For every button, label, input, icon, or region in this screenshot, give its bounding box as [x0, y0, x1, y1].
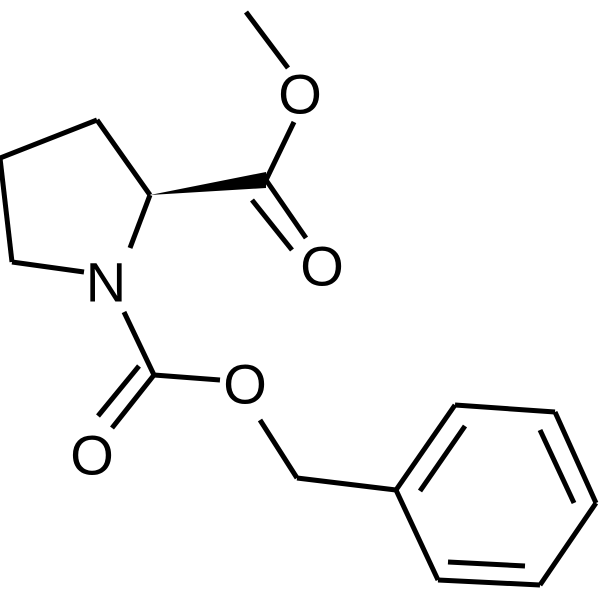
benzene-inner-double-1	[417, 424, 468, 493]
benzene-bond-5	[437, 577, 541, 588]
atom-o-carbamate: O	[223, 353, 267, 416]
ring-bond-c5-n	[11, 259, 85, 275]
benzene-bond-3	[552, 410, 599, 505]
bond-carbamate-c-o	[153, 372, 221, 383]
bond-benzylic-c-phenyl	[296, 475, 397, 493]
bond-o-benzylic-c	[257, 418, 300, 480]
bond-carbamate-c-o-double-2	[96, 364, 141, 418]
benzene-inner-double-2	[537, 428, 577, 505]
benzene-bond-2	[454, 402, 556, 415]
ring-bond-n-c2	[127, 194, 153, 249]
benzene-bond-1	[393, 403, 458, 492]
atom-o-carbamate-carbonyl: O	[70, 424, 114, 487]
bond-n-carbamate-c	[121, 310, 157, 377]
ring-bond-c3-c4	[0, 117, 98, 161]
benzene-bond-4	[537, 501, 599, 587]
ring-bond-c4-c5	[0, 157, 15, 263]
stereo-wedge-bond	[150, 172, 266, 195]
bond-carbamate-c-o-double-1	[110, 373, 156, 430]
bond-methyl-o	[244, 10, 290, 70]
atom-n-ring: N	[86, 251, 126, 314]
atom-o-methoxy: O	[278, 63, 322, 126]
bond-ester-c-o-double-1	[263, 178, 309, 240]
bond-ester-c-o-double-2	[250, 198, 294, 252]
benzene-bond-6	[393, 488, 441, 582]
benzene-inner-double-3	[447, 559, 526, 569]
bond-o-carbonyl-c	[263, 120, 297, 182]
ring-bond-c2-c3	[94, 118, 153, 197]
atom-o-ester-carbonyl: O	[300, 235, 344, 298]
